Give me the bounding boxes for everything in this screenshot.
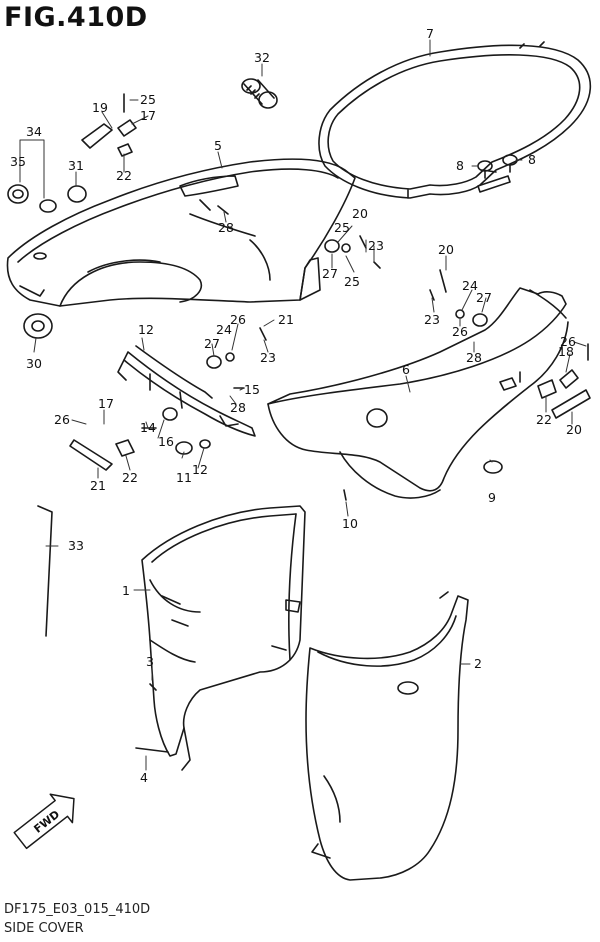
callout: 20 [352, 206, 368, 221]
right-cover [267, 287, 569, 499]
small-parts [7, 93, 591, 753]
lower-left-cover [141, 505, 306, 771]
callout: 23 [424, 312, 440, 327]
callout: 23 [368, 238, 384, 253]
callout: 24 [462, 278, 478, 293]
callout: 22 [116, 168, 132, 183]
callout: 24 [216, 322, 232, 337]
callout: 16 [158, 434, 174, 449]
callout: 8 [528, 152, 536, 167]
callout: 27 [476, 290, 492, 305]
callout: 11 [176, 470, 192, 485]
plug-part [241, 78, 278, 109]
callout: 9 [488, 490, 496, 505]
callout: 23 [260, 350, 276, 365]
callout: 17 [98, 396, 114, 411]
callout: 28 [466, 350, 482, 365]
callout: 3 [146, 654, 154, 669]
callouts: 7 8 8 32 5 6 12 9 10 1 2 3 4 33 34 35 31… [10, 26, 582, 785]
callout: 7 [426, 26, 434, 41]
figure-title: FIG.410D [4, 2, 148, 33]
callout: 30 [26, 356, 42, 371]
fwd-arrow: FWD [13, 793, 75, 850]
grommet-parts [477, 154, 518, 179]
figure-caption: SIDE COVER [4, 921, 84, 936]
callout: 33 [68, 538, 84, 553]
callout: 31 [68, 158, 84, 173]
seal-ring [318, 41, 592, 199]
callout: 26 [54, 412, 70, 427]
callout: 1 [122, 583, 130, 598]
callout: 6 [402, 362, 410, 377]
callout: 21 [278, 312, 294, 327]
callout: 25 [140, 92, 156, 107]
callout: 26 [452, 324, 468, 339]
callout: 10 [342, 516, 358, 531]
callout: 5 [214, 138, 222, 153]
callout: 21 [90, 478, 106, 493]
bracket-part [117, 345, 256, 437]
callout: 26 [230, 312, 246, 327]
callout: 28 [218, 220, 234, 235]
diagram-code: DF175_E03_015_410D [4, 902, 151, 917]
callout: 19 [92, 100, 108, 115]
callout: 20 [566, 422, 582, 437]
callout: 12 [192, 462, 208, 477]
callout: 4 [140, 770, 148, 785]
callout: 18 [558, 344, 574, 359]
callout: 27 [204, 336, 220, 351]
callout: 14 [140, 420, 156, 435]
callout: 20 [438, 242, 454, 257]
callout: 34 [26, 124, 42, 139]
callout: 26 [560, 334, 576, 349]
callout: 12 [138, 322, 154, 337]
callout: 22 [122, 470, 138, 485]
callout: 25 [334, 220, 350, 235]
callout: 32 [254, 50, 270, 65]
callout: 17 [140, 108, 156, 123]
callout: 15 [244, 382, 260, 397]
callout: 27 [322, 266, 338, 281]
grommet-9 [483, 460, 503, 474]
callout: 22 [536, 412, 552, 427]
callout: 28 [230, 400, 246, 415]
lower-right-cover [305, 591, 469, 881]
callout: 8 [456, 158, 464, 173]
leader-lines [19, 39, 587, 771]
callout: 2 [474, 656, 482, 671]
fwd-label: FWD [31, 808, 62, 836]
callout: 25 [344, 274, 360, 289]
callout: 35 [10, 154, 26, 169]
upper-left-cover [6, 158, 356, 307]
